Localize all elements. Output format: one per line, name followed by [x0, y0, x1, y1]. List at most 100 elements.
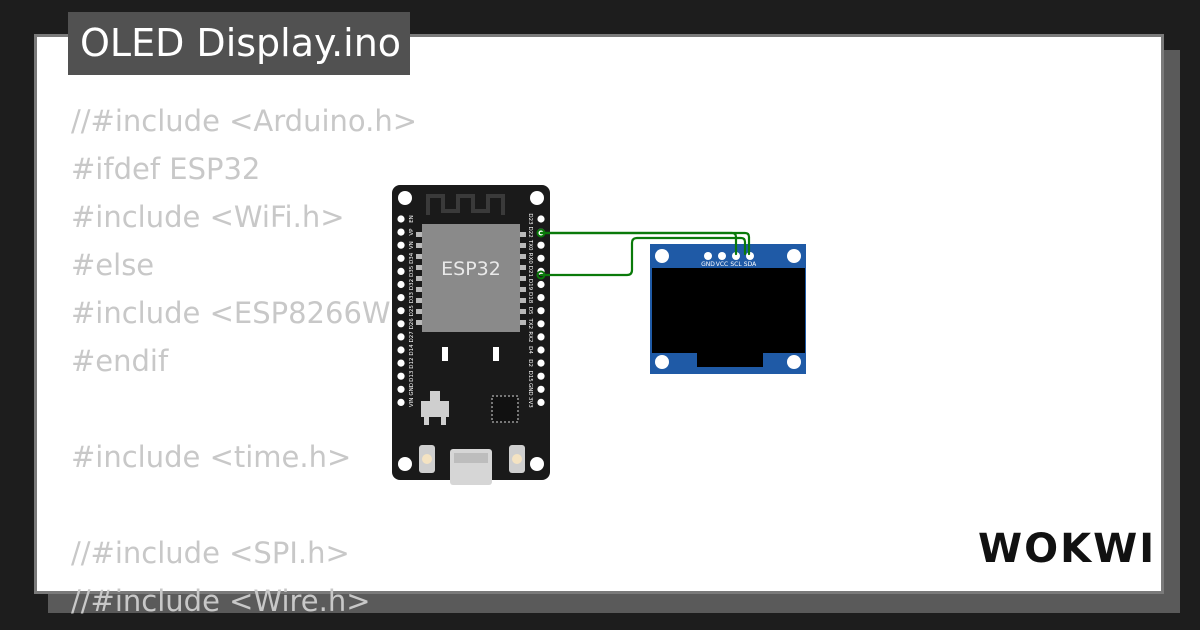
oled-pin-label: SCL [730, 261, 742, 268]
pin [397, 254, 405, 262]
code-line: //#include <Wire.h> [71, 584, 371, 618]
preview-card: //#include <Arduino.h> #ifdef ESP32 #inclu… [34, 34, 1164, 618]
pin-label: D22 [527, 226, 533, 237]
pin-label: D14 [409, 344, 415, 356]
oled-pin [704, 252, 712, 260]
pin [397, 398, 405, 406]
code-line: #include <time.h> [71, 440, 352, 474]
wokwi-logo: WOKWI [978, 526, 1154, 572]
pin [397, 215, 405, 223]
pin-label: TX0 [527, 239, 533, 251]
chip-pad [520, 276, 526, 281]
mounting-hole [655, 249, 669, 263]
code-line: #include <ESP8266Wi [71, 296, 399, 330]
pin [397, 346, 405, 354]
pin-label: D2 [527, 359, 533, 367]
chip-pad [520, 232, 526, 237]
pin-label: D13 [409, 370, 415, 382]
mounting-hole [787, 249, 801, 263]
chip-label: ESP32 [441, 258, 501, 280]
pin [537, 254, 545, 262]
wire-endpoint [536, 270, 546, 280]
chip-pad [520, 254, 526, 259]
wire-endpoint [536, 228, 546, 238]
pin [397, 307, 405, 315]
code-line: //#include <Arduino.h> [71, 104, 418, 138]
pin-label: D12 [409, 357, 415, 368]
pin [397, 333, 405, 341]
chip-pad [520, 265, 526, 270]
mounting-hole [398, 457, 412, 471]
code-line: #include <WiFi.h> [71, 200, 345, 234]
code-line: //#include <SPI.h> [71, 536, 350, 570]
reset-button[interactable] [509, 445, 525, 473]
pin-label: TX2 [527, 317, 533, 329]
esp32-chip [422, 224, 520, 332]
chip-pad [416, 254, 422, 259]
code-preview: //#include <Arduino.h> #ifdef ESP32 #inclu… [71, 97, 417, 625]
pin [397, 267, 405, 275]
chip-pad [520, 309, 526, 314]
pin-label: D34 [409, 252, 415, 264]
chip-pads [416, 232, 526, 325]
pin-label: D21 [527, 266, 533, 277]
pin-label: RX2 [527, 331, 533, 342]
oled-ribbon [697, 353, 763, 367]
pin-label: D23 [527, 213, 533, 225]
chip-pad [416, 320, 422, 325]
boot-button[interactable] [419, 445, 435, 473]
mounting-hole [655, 355, 669, 369]
antenna-trace [426, 194, 505, 215]
chip-pad [416, 298, 422, 303]
pin-label: D27 [409, 331, 415, 343]
voltage-regulator [421, 391, 449, 425]
chip-pad [520, 287, 526, 292]
pin [537, 372, 545, 380]
mounting-hole [787, 355, 801, 369]
chip-pad [520, 320, 526, 325]
pin [397, 228, 405, 236]
pin-label: D15 [527, 371, 533, 383]
pin-label: D18 [527, 292, 533, 304]
pin [537, 215, 545, 223]
oled-pin [732, 252, 740, 260]
wires [539, 231, 751, 277]
pin [397, 359, 405, 367]
smd-pad [493, 347, 499, 361]
pin-label: D5 [527, 307, 533, 315]
code-line: #endif [71, 344, 169, 378]
chip-pad [416, 232, 422, 237]
chip-pad [416, 265, 422, 270]
pin-label: GND [409, 383, 415, 396]
smd-pad [442, 347, 448, 361]
mounting-hole [530, 457, 544, 471]
pin-label: D19 [527, 279, 533, 291]
pin [537, 280, 545, 289]
esp32-board[interactable]: ESP32 ENVPVND34D35D32D33D25D26D27D14D12D… [392, 185, 550, 485]
pin [537, 398, 545, 406]
left-pin-header: ENVPVND34D35D32D33D25D26D27D14D12D13GNDV… [397, 215, 415, 407]
pin-label: GND [527, 383, 533, 396]
chip-pad [520, 243, 526, 248]
oled-pin-label: SDA [744, 261, 757, 268]
usb-chip [491, 395, 519, 423]
wire-sda [539, 231, 751, 256]
chip-pad [416, 309, 422, 314]
pin [397, 294, 405, 302]
pin-label: VIN [409, 398, 415, 408]
mounting-hole [398, 191, 412, 205]
code-line: #ifdef ESP32 [71, 152, 261, 186]
pin-label: RX0 [527, 253, 533, 265]
pin [537, 307, 545, 315]
wokwi-logo-text: WOKWI [978, 526, 1156, 572]
pin-label: EN [409, 215, 415, 223]
chip-pad [520, 298, 526, 303]
file-title: OLED Display.ino [68, 12, 410, 75]
oled-screen [652, 268, 805, 353]
oled-pin-label: GND [701, 261, 715, 268]
code-line: #else [71, 248, 155, 282]
oled-pin [718, 252, 726, 260]
pin [397, 372, 405, 380]
